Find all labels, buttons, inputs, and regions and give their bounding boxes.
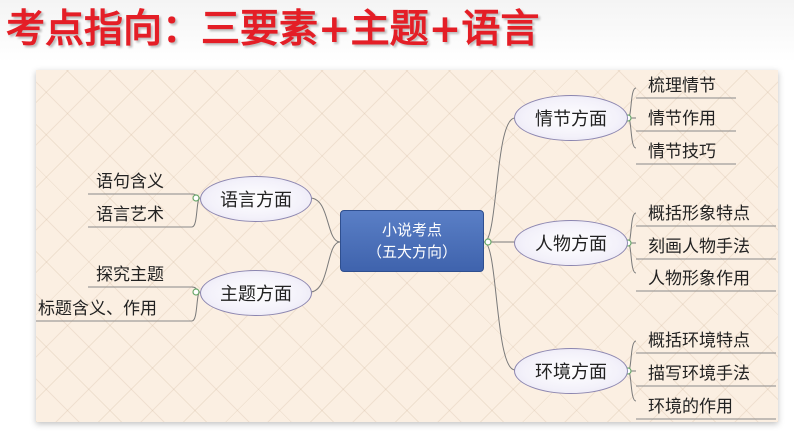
- link-center-language: [309, 197, 341, 243]
- node-dot: [192, 194, 200, 202]
- link-center-environment: [483, 241, 516, 371]
- leaf-plot-1: 梳理情节: [648, 76, 716, 96]
- center-line2: （五大方向）: [366, 243, 457, 261]
- link-center-plot: [483, 117, 516, 243]
- leaf-character-3: 人物形象作用: [648, 269, 750, 289]
- mindmap-panel: [36, 70, 778, 422]
- leaf-theme-2: 标题含义、作用: [38, 299, 157, 319]
- leaf-environment-2: 描写环境手法: [648, 364, 750, 384]
- leaf-language-2: 语言艺术: [96, 205, 164, 225]
- center-line1: 小说考点: [381, 221, 442, 239]
- page-title: 考点指向：三要素+主题+语言: [6, 7, 540, 52]
- link-center-theme: [309, 241, 341, 293]
- branch-language: 语言方面: [200, 176, 312, 222]
- leaf-environment-1: 概括环境特点: [648, 331, 750, 351]
- leaf-character-1: 概括形象特点: [648, 204, 750, 224]
- branch-character: 人物方面: [514, 220, 628, 266]
- leaf-theme-1: 探究主题: [96, 265, 164, 285]
- leaf-environment-3: 环境的作用: [648, 397, 733, 417]
- center-node: 小说考点 （五大方向）: [340, 210, 484, 272]
- branch-environment: 环境方面: [514, 348, 628, 394]
- branch-theme: 主题方面: [200, 270, 312, 316]
- branch-plot: 情节方面: [514, 95, 628, 141]
- node-dot: [484, 238, 492, 246]
- leaf-plot-3: 情节技巧: [648, 142, 716, 162]
- leaf-plot-2: 情节作用: [648, 109, 716, 129]
- node-dot: [192, 288, 200, 296]
- leaf-language-1: 语句含义: [96, 172, 164, 192]
- leaf-character-2: 刻画人物手法: [648, 237, 750, 257]
- title-band: [0, 0, 794, 62]
